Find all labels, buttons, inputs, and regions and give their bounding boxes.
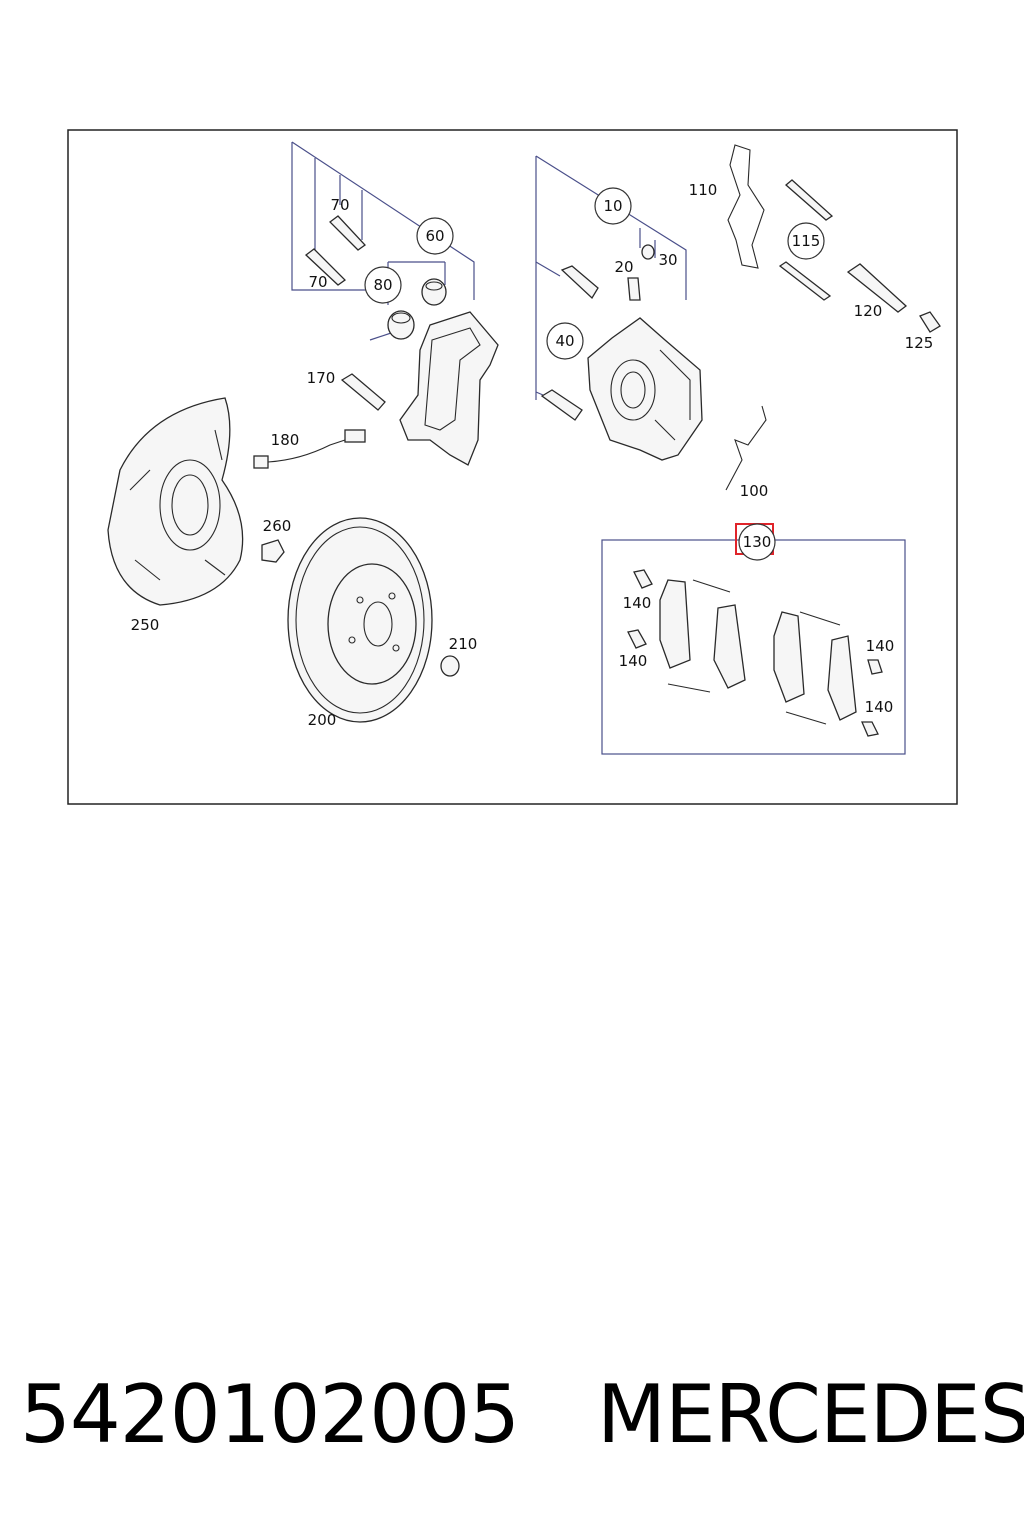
bush-parts [387,278,447,340]
callout-250[interactable]: 250 [131,616,160,634]
callout-140-b[interactable]: 140 [619,652,648,670]
callout-125[interactable]: 125 [905,334,934,352]
part-number: 5420102005 [20,1368,520,1461]
callout-210[interactable]: 210 [449,635,478,653]
callout-bubble-40 [546,322,584,360]
spring-100-part [725,405,767,491]
callout-170[interactable]: 170 [307,369,336,387]
bracket-group-10 [535,155,687,400]
caption: 5420102005 MERCEDES [20,1368,1024,1468]
guide-pin-parts [540,265,599,421]
caliper-housing-part [587,317,703,461]
callout-115[interactable]: 115 [792,232,821,250]
bolt-170-part [340,373,386,411]
callout-260[interactable]: 260 [263,517,292,535]
callout-100[interactable]: 100 [740,482,769,500]
brake-pads-part [659,579,857,725]
pad-kit-box [601,539,906,755]
callout-80[interactable]: 80 [373,276,392,294]
caliper-carrier-part [399,311,499,466]
bolt-125-part [919,311,941,333]
nut-210-part [440,655,460,677]
callout-140-d[interactable]: 140 [865,698,894,716]
callout-120[interactable]: 120 [854,302,883,320]
dust-shield-part [107,397,244,606]
bolt-70-parts [304,215,366,286]
diagram-frame [67,129,958,805]
bolt-140-parts [627,569,883,737]
nut-260-part [261,539,285,563]
callout-70-bottom[interactable]: 70 [308,273,327,291]
callout-bubble-10 [594,187,632,225]
callout-10[interactable]: 10 [603,197,622,215]
callout-70-top[interactable]: 70 [330,196,349,214]
callout-20[interactable]: 20 [614,258,633,276]
wear-sensor-part [253,429,366,469]
callout-30[interactable]: 30 [658,251,677,269]
pin-115-parts [778,179,834,301]
callout-140-c[interactable]: 140 [866,637,895,655]
callout-130[interactable]: 130 [743,533,772,551]
callout-bubble-115 [787,222,825,260]
callout-bubble-80 [364,266,402,304]
callout-140-a[interactable]: 140 [623,594,652,612]
callout-200[interactable]: 200 [308,711,337,729]
brand-name: MERCEDES [596,1368,1024,1461]
callout-60[interactable]: 60 [425,227,444,245]
bolt-120-part [846,263,908,313]
callout-180[interactable]: 180 [271,431,300,449]
callout-40[interactable]: 40 [555,332,574,350]
callout-bubble-60 [416,217,454,255]
callout-bubble-130 [738,523,776,561]
callout-110[interactable]: 110 [689,181,718,199]
brake-disc-part [287,517,433,723]
bleed-screw-parts [627,244,655,301]
spring-110-part [727,144,765,269]
